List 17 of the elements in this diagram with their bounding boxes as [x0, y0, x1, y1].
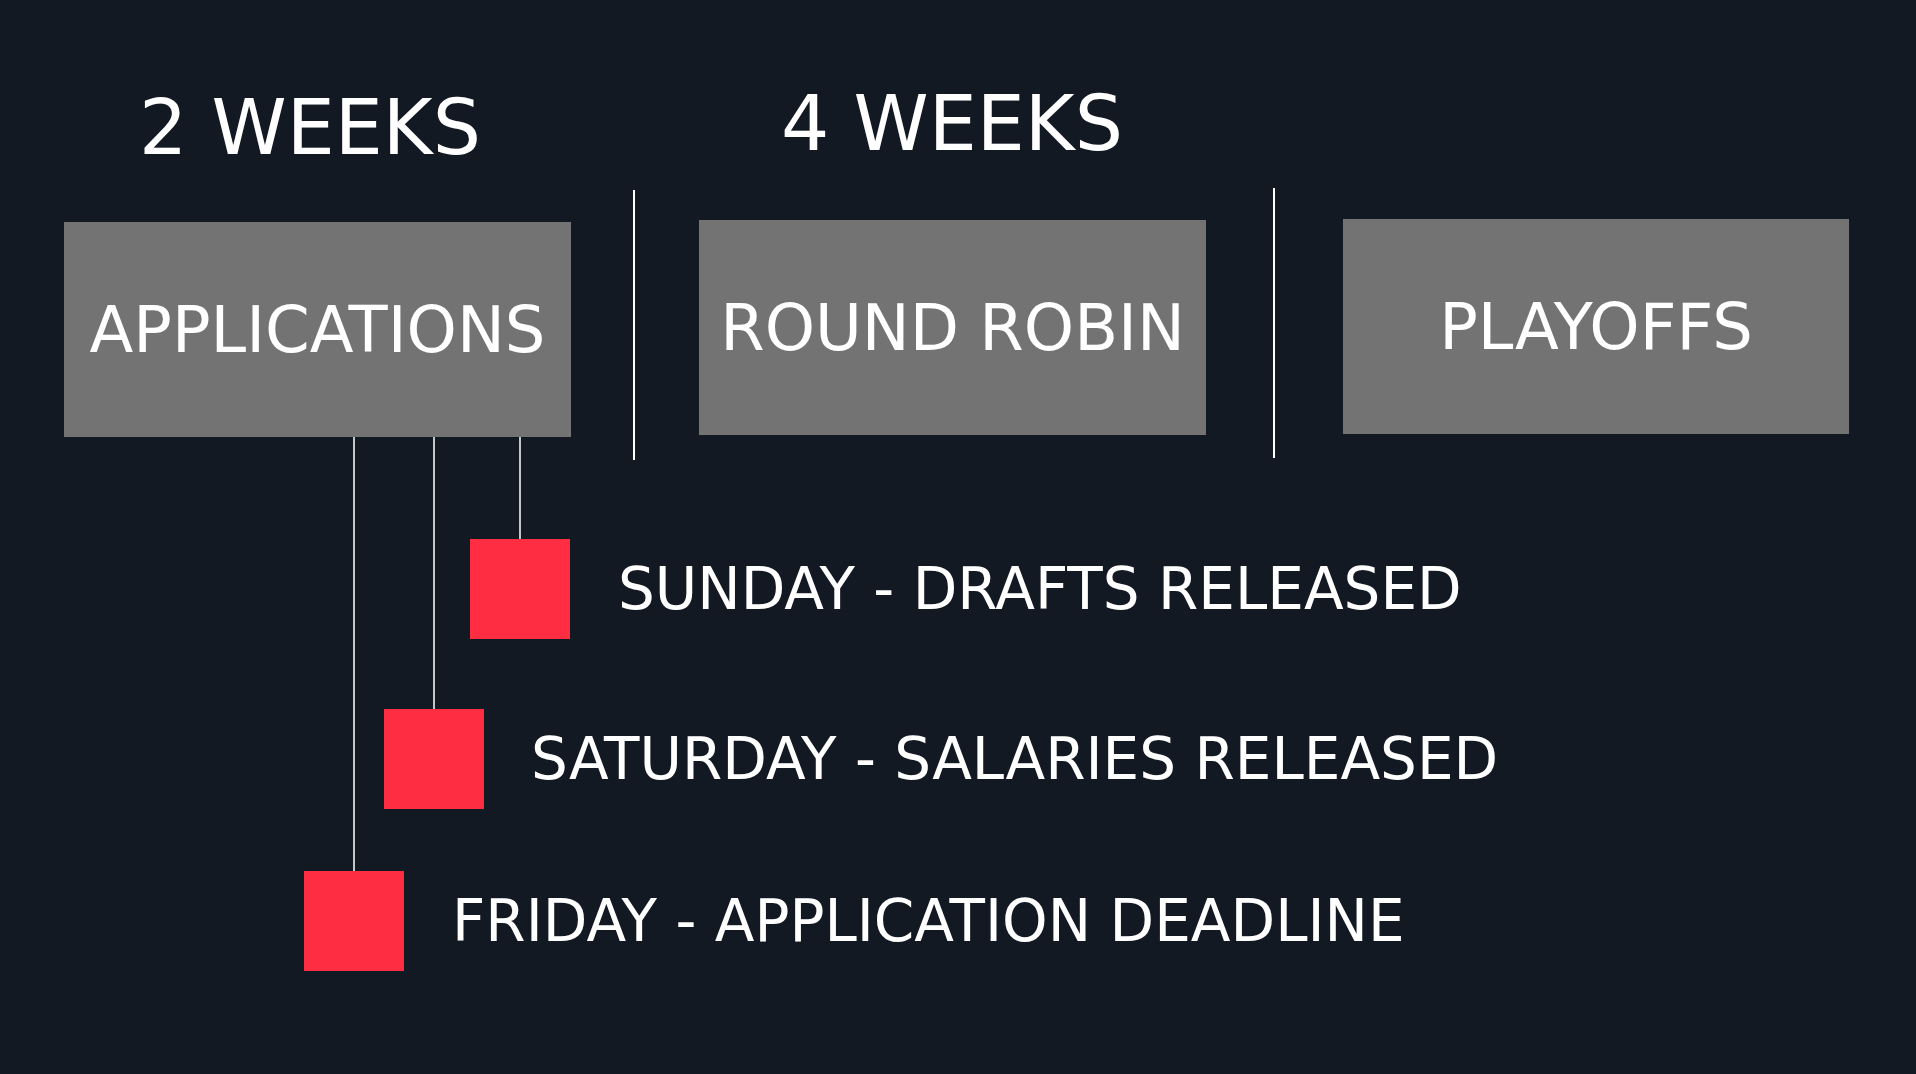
duration-label: 2 WEEKS — [139, 90, 481, 166]
phase-label: APPLICATIONS — [89, 297, 546, 362]
connector-line — [433, 436, 435, 710]
phase-label: PLAYOFFS — [1439, 294, 1753, 359]
duration-label: 4 WEEKS — [781, 86, 1123, 162]
milestone-label: FRIDAY - APPLICATION DEADLINE — [452, 892, 1405, 950]
milestone-marker — [470, 539, 570, 639]
phase-box — [64, 222, 571, 437]
phase-box — [699, 220, 1206, 435]
phase-box — [1343, 219, 1849, 434]
connector-line — [519, 436, 521, 540]
milestone-label: SUNDAY - DRAFTS RELEASED — [618, 560, 1462, 618]
connector-line — [353, 436, 355, 872]
milestone-label: SATURDAY - SALARIES RELEASED — [531, 730, 1499, 788]
milestone-marker — [384, 709, 484, 809]
milestone-marker — [304, 871, 404, 971]
phase-label: ROUND ROBIN — [720, 295, 1185, 360]
